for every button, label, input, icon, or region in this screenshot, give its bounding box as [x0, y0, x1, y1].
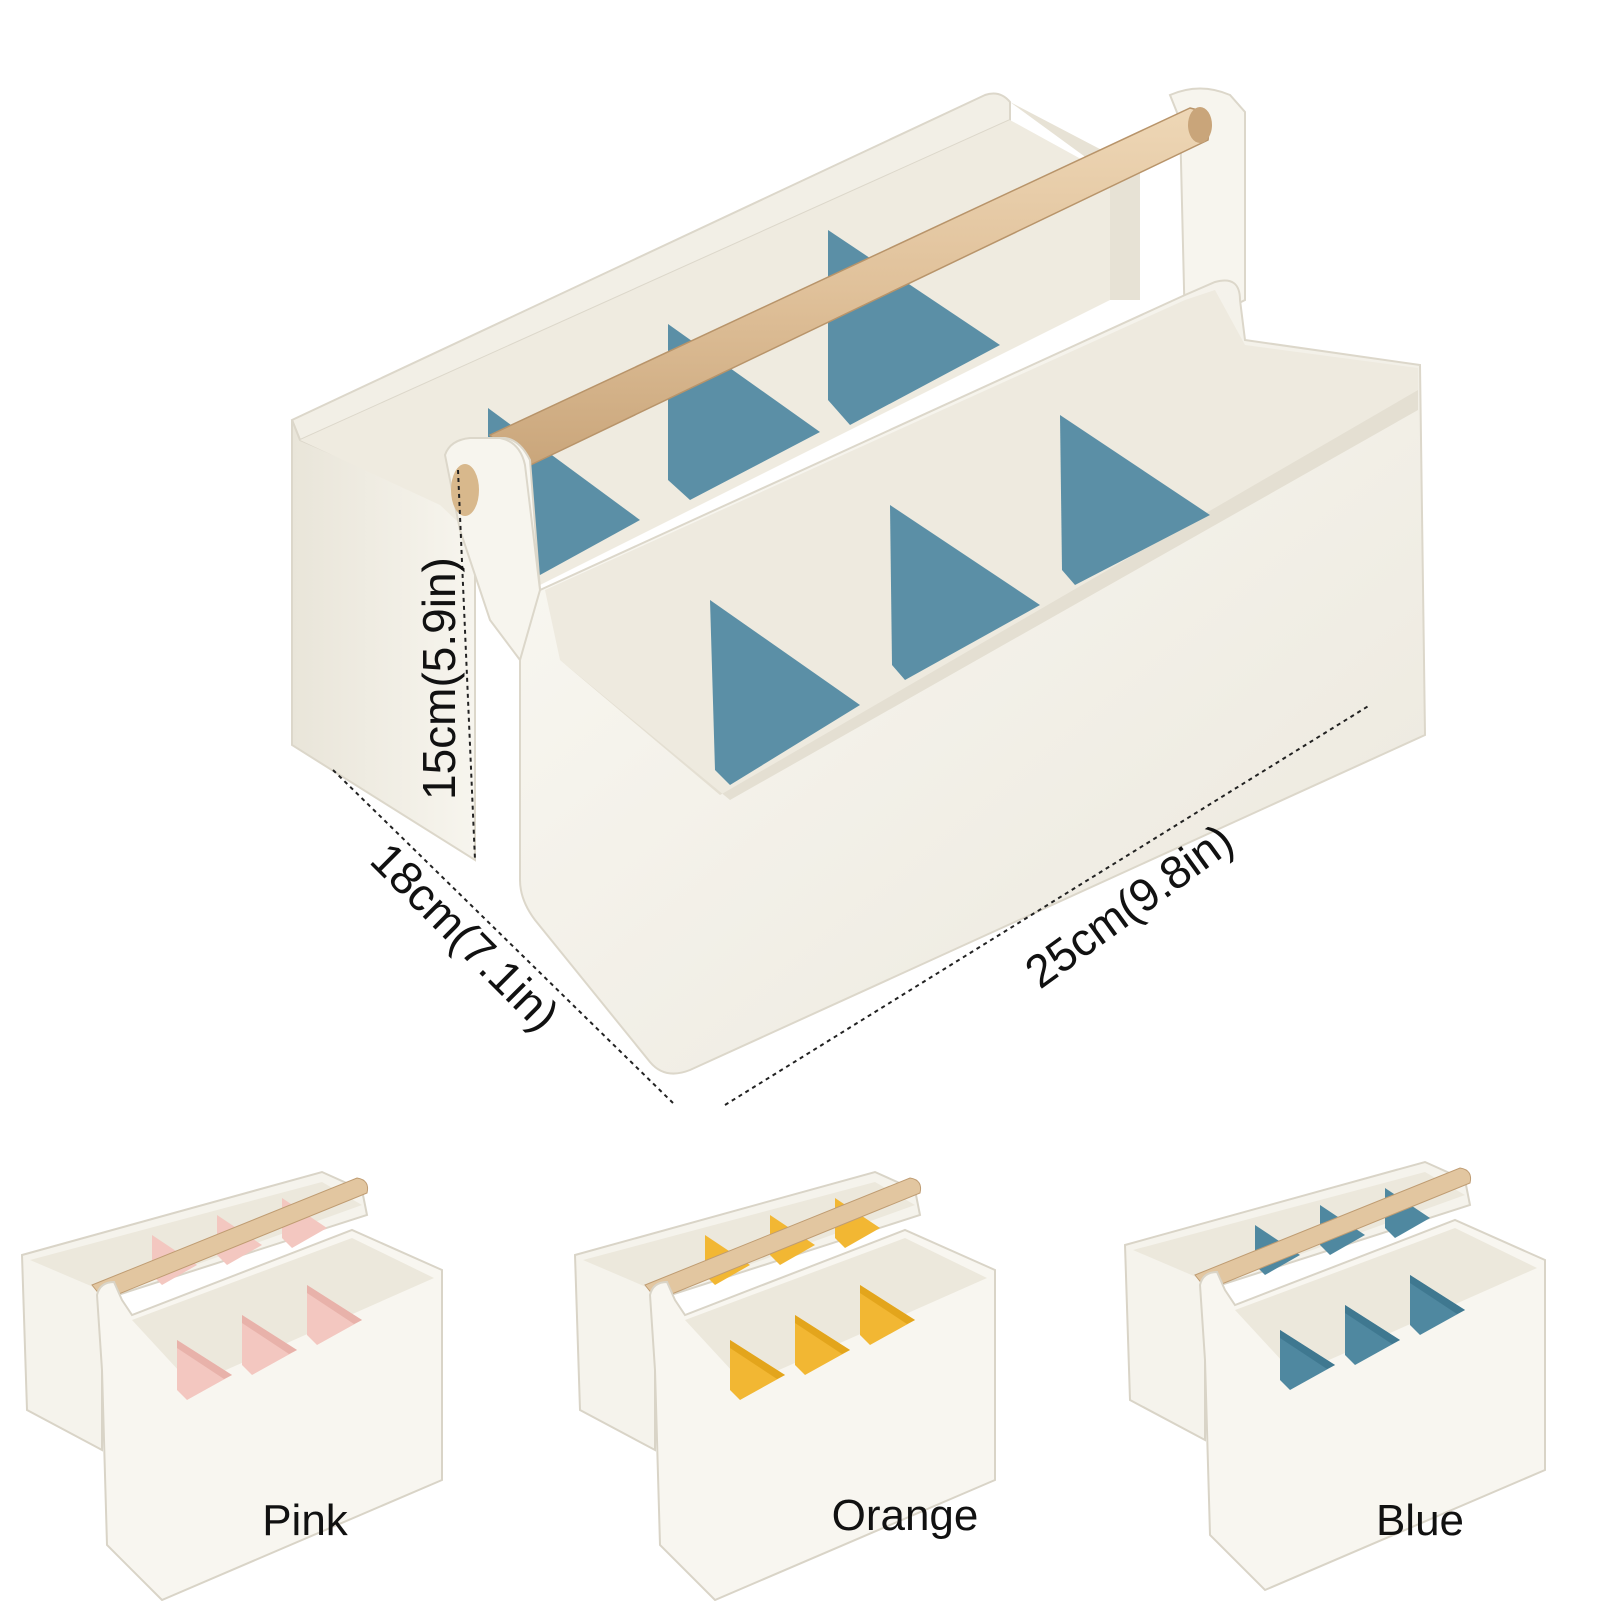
variant-front-divider-shade-2: [1345, 1305, 1400, 1344]
front-divider-3: [1060, 415, 1210, 585]
caddy-rear-right-end: [1010, 102, 1140, 300]
variant-front-divider-shade-3: [1410, 1275, 1465, 1314]
variant-label-blue: Blue: [1376, 1496, 1464, 1545]
variant-label-pink: Pink: [262, 1496, 349, 1545]
variant-front-divider-shade-1: [177, 1340, 232, 1379]
front-divider-2: [890, 505, 1040, 680]
variant-caddy-blue: Blue: [1123, 1160, 1546, 1592]
main-caddy: [290, 87, 1427, 1075]
variant-caddy-pink: Pink: [20, 1170, 443, 1601]
variant-front-divider-shade-2: [795, 1315, 850, 1354]
front-divider-1: [710, 600, 860, 785]
variant-front-divider-shade-3: [307, 1285, 362, 1324]
length-dimension-line: [724, 704, 1371, 1106]
variant-wooden-handle: [644, 1177, 921, 1301]
handle-end-cap: [1188, 107, 1212, 143]
variant-front-interior: [685, 1238, 987, 1385]
variant-front-divider-shade-3: [860, 1285, 915, 1324]
height-label: 15cm(5.9in): [413, 557, 465, 800]
variant-caddy-orange: Orange: [573, 1170, 996, 1601]
variant-front-divider-shade-2: [242, 1315, 297, 1354]
variant-wooden-handle: [1194, 1167, 1471, 1291]
variant-front-divider-shade-1: [730, 1340, 785, 1379]
variant-front-divider-shade-1: [1280, 1330, 1335, 1369]
height-dimension-line: [457, 469, 476, 861]
variant-front-interior: [132, 1238, 434, 1385]
variant-front-interior: [1235, 1228, 1537, 1375]
variant-label-orange: Orange: [832, 1491, 979, 1540]
color-variants: Pink Orange Blue: [20, 1160, 1546, 1601]
handle-left-cap: [451, 464, 479, 516]
caddy-back-wall: [290, 92, 1011, 442]
variant-wooden-handle: [91, 1177, 368, 1301]
